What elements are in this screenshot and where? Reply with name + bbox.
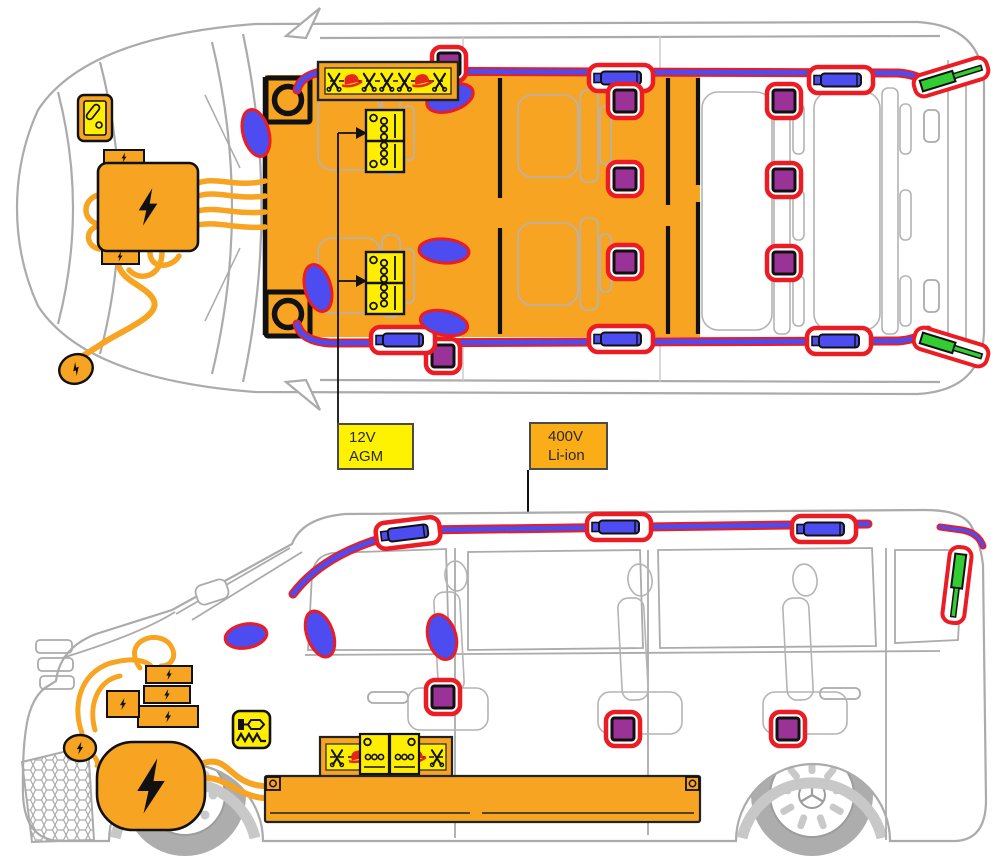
side-view xyxy=(20,508,988,856)
hazard-strip-top xyxy=(316,60,460,102)
charge-port-top xyxy=(58,352,94,386)
electronics-boxes-side xyxy=(106,665,199,728)
airbag-ovals-side xyxy=(223,609,459,662)
hv-battery-voltage: 400V xyxy=(548,428,584,445)
label-line-12v xyxy=(337,127,367,424)
hv-battery-type: Li-ion xyxy=(548,447,585,464)
pyro-fuse-icon xyxy=(231,709,272,750)
airbag-ovals-top xyxy=(240,108,471,338)
drive-unit-side xyxy=(95,740,207,832)
lv-battery-voltage: 12V xyxy=(349,429,376,446)
lv-battery-icon-side xyxy=(358,732,421,776)
hv-cables-top xyxy=(74,177,268,364)
lv-battery-label: 12V AGM xyxy=(337,423,414,470)
battery-rails xyxy=(497,78,701,334)
car-outline-side xyxy=(20,508,988,844)
power-electronics-top xyxy=(96,149,200,265)
underfloor-hv-battery xyxy=(263,774,702,824)
side-mirror xyxy=(194,578,230,606)
hv-battery-label: 400V Li-ion xyxy=(529,422,608,470)
top-view xyxy=(15,7,993,778)
charge-port-side xyxy=(62,733,101,770)
lv-battery-type: AGM xyxy=(349,448,384,465)
service-disconnect-icon xyxy=(76,93,114,143)
